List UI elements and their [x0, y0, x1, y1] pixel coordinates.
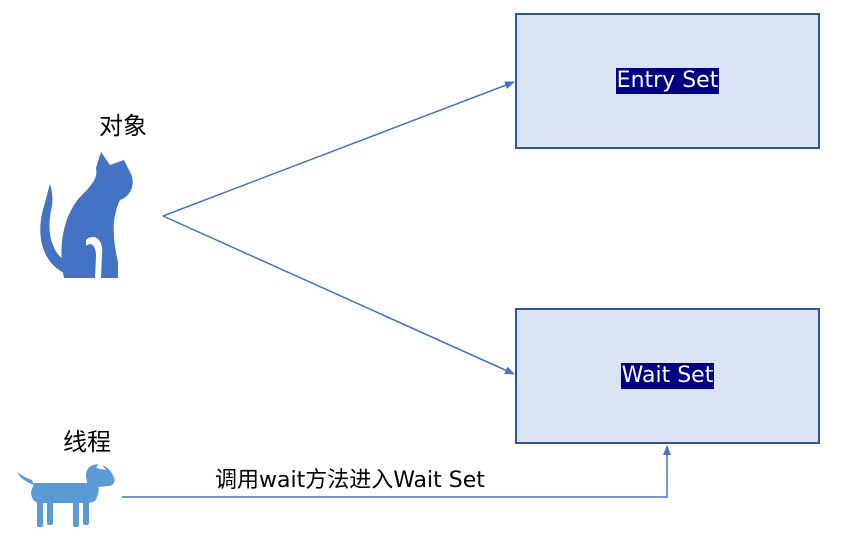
arrow-to-wait-set [162, 215, 515, 375]
thread-call-arrow [122, 445, 671, 498]
wait-set-box: Wait Set [515, 308, 820, 444]
wait-set-label: Wait Set [620, 363, 715, 389]
wait-call-label: 调用wait方法进入Wait Set [215, 468, 485, 493]
arrow-to-entry-set [162, 81, 515, 217]
thread-label: 线程 [63, 428, 111, 456]
object-label: 对象 [99, 112, 147, 140]
cat-icon [40, 152, 133, 278]
dog-icon [17, 462, 115, 527]
entry-set-label: Entry Set [615, 68, 720, 94]
entry-set-box: Entry Set [515, 13, 820, 149]
